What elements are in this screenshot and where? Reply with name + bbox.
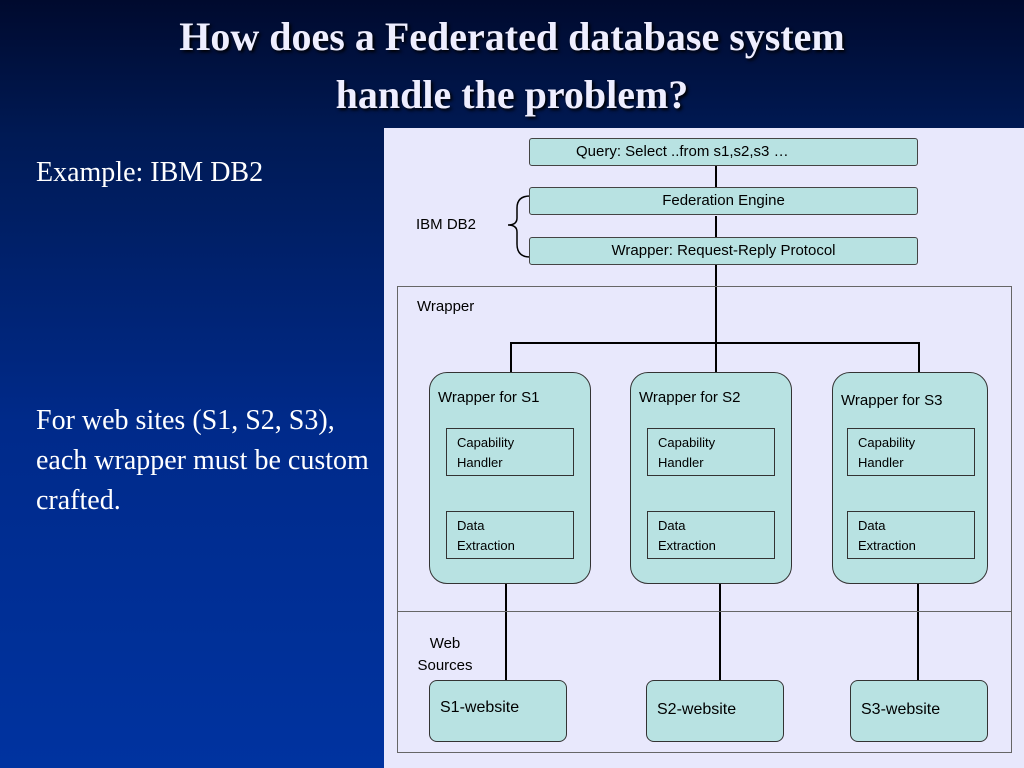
extraction-label-line-2: Extraction <box>858 538 916 553</box>
capability-label-line-2: Handler <box>658 455 704 470</box>
wrapper-s1: Wrapper for S1 Capability Handler Data E… <box>429 372 591 584</box>
s1-website-box: S1-website <box>429 680 567 742</box>
extraction-label-line-2: Extraction <box>457 538 515 553</box>
slide-title-line-2: handle the problem? <box>335 72 689 117</box>
s2-website-box: S2-website <box>646 680 784 742</box>
slide-title: How does a Federated database system han… <box>40 8 984 124</box>
slide-title-line-1: How does a Federated database system <box>179 14 845 59</box>
connector-lines <box>505 166 920 680</box>
capability-label-line-1: Capability <box>658 435 716 450</box>
capability-label-line-1: Capability <box>457 435 515 450</box>
capability-label-line-2: Handler <box>858 455 904 470</box>
wrapper-s1-capability-handler: Capability Handler <box>446 428 574 476</box>
wrapper-protocol-box: Wrapper: Request-Reply Protocol <box>529 237 918 265</box>
query-box: Query: Select ..from s1,s2,s3 … <box>529 138 918 166</box>
bullet-example: Example: IBM DB2 <box>36 157 264 188</box>
wrapper-s2: Wrapper for S2 Capability Handler Data E… <box>630 372 792 584</box>
capability-label-line-1: Capability <box>858 435 916 450</box>
bullet-web-sites: For web sites (S1, S2, S3), each wrapper… <box>36 405 369 516</box>
wrapper-s2-label: Wrapper for S2 <box>639 389 741 406</box>
ibm-db2-label: IBM DB2 <box>416 216 477 233</box>
s3-website-box: S3-website <box>850 680 988 742</box>
wrapper-s2-capability-handler: Capability Handler <box>647 428 775 476</box>
extraction-label-line-2: Extraction <box>658 538 716 553</box>
extraction-label-line-1: Data <box>858 518 886 533</box>
wrapper-s2-data-extraction: Data Extraction <box>647 511 775 559</box>
capability-label-line-2: Handler <box>457 455 503 470</box>
web-sources-label-line-1: Web <box>429 635 461 652</box>
extraction-label-line-1: Data <box>457 518 485 533</box>
wrapper-s3-capability-handler: Capability Handler <box>847 428 975 476</box>
web-sources-region <box>397 611 1012 753</box>
wrapper-s1-label: Wrapper for S1 <box>438 389 540 406</box>
wrapper-s3: Wrapper for S3 Capability Handler Data E… <box>832 372 988 584</box>
ibm-db2-brace <box>507 195 531 258</box>
wrapper-s1-data-extraction: Data Extraction <box>446 511 574 559</box>
federation-engine-box: Federation Engine <box>529 187 918 215</box>
web-sources-label: Web Sources <box>414 633 476 677</box>
wrapper-region-label: Wrapper <box>417 298 475 315</box>
web-sources-label-line-2: Sources <box>417 657 473 674</box>
wrapper-s3-data-extraction: Data Extraction <box>847 511 975 559</box>
wrapper-s3-label: Wrapper for S3 <box>841 392 943 409</box>
federation-diagram: Query: Select ..from s1,s2,s3 … Federati… <box>384 128 1024 768</box>
extraction-label-line-1: Data <box>658 518 686 533</box>
